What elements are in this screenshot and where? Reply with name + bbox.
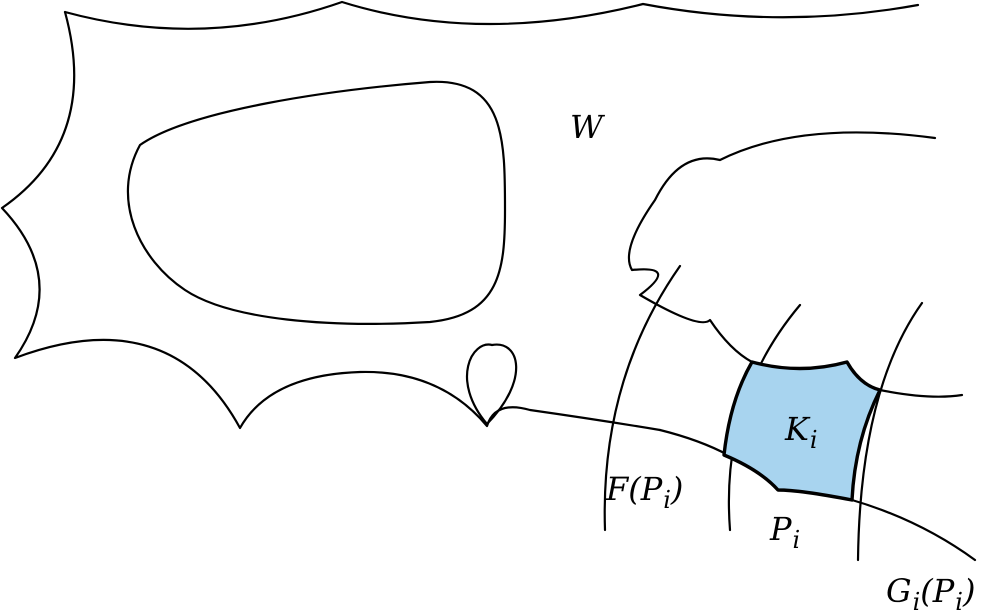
label-g: Gi(Pi) — [886, 572, 975, 612]
region-w-outer-boundary — [63, 0, 920, 30]
region-k-outline — [722, 360, 882, 502]
region-k — [724, 362, 880, 500]
arc-middle-right — [856, 301, 924, 562]
nested-region-boundary — [627, 131, 964, 398]
boundary-loop — [465, 343, 518, 426]
label-p: Pi — [769, 510, 800, 554]
inner-hole — [126, 80, 507, 325]
region-w-left-boundary — [0, 10, 662, 432]
label-w: W — [570, 108, 606, 146]
label-f: F(Pi) — [605, 470, 683, 514]
label-k: Ki — [784, 410, 818, 454]
arc-f-left — [603, 264, 682, 532]
